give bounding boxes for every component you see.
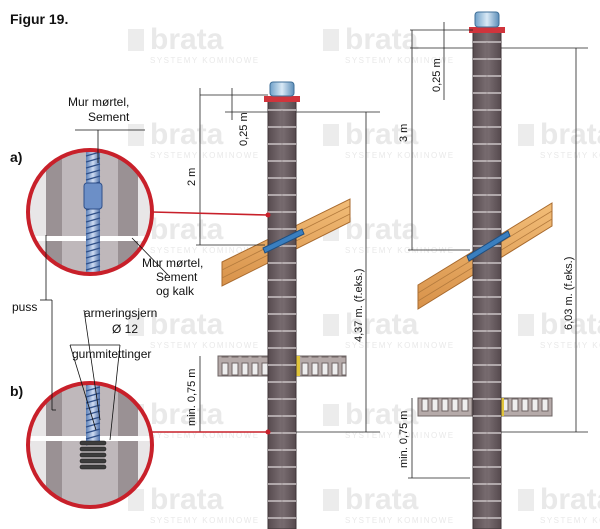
left-flashing [262,228,305,254]
svg-text:brata: brata [345,118,419,151]
svg-text:brata: brata [150,308,224,341]
rubber-seal-rings [79,440,107,470]
label-mortar-lime-line1: Mur mørtel, [142,256,203,270]
left-dim-min-floor: min. 0,75 m [186,369,198,426]
right-floor-gap [500,398,504,416]
label-mortar-lime-line3: og kalk [156,284,195,298]
svg-text:SYSTEMY KOMINOWE: SYSTEMY KOMINOWE [540,516,600,525]
svg-text:SYSTEMY KOMINOWE: SYSTEMY KOMINOWE [540,341,600,350]
leader-a [151,211,269,216]
detail-a [26,148,154,276]
svg-text:SYSTEMY KOMINOWE: SYSTEMY KOMINOWE [540,151,600,160]
right-dimension-lines [408,22,588,479]
left-dim-above-roof: 2 m [186,168,198,186]
left-cap-vent [269,81,295,97]
figure-title: Figur 19. [10,11,68,27]
label-leaders [40,129,169,441]
left-dim-total: 4,37 m. (f.eks.) [353,269,365,342]
left-floor-joist-left [217,355,269,377]
left-cap-plate [264,96,300,102]
right-cap-vent [474,11,500,28]
svg-text:brata: brata [345,483,419,516]
svg-text:SYSTEMY KOMINOWE: SYSTEMY KOMINOWE [345,56,455,65]
label-rebar-line1: armeringsjern [84,306,157,320]
left-dimension-lines [196,88,380,433]
right-dim-min-floor: min. 0,75 m [398,411,410,468]
svg-text:SYSTEMY KOMINOWE: SYSTEMY KOMINOWE [345,516,455,525]
svg-text:SYSTEMY KOMINOWE: SYSTEMY KOMINOWE [345,431,455,440]
left-dim-top-gap: 0,25 m [238,112,250,146]
label-rubber-seals: gummitettinger [72,347,151,361]
right-chimney [417,11,553,529]
svg-text:brata: brata [540,308,600,341]
svg-text:brata: brata [150,398,224,431]
svg-text:SYSTEMY KOMINOWE: SYSTEMY KOMINOWE [345,246,455,255]
left-floor-joist-right [295,355,347,377]
svg-text:SYSTEMY KOMINOWE: SYSTEMY KOMINOWE [150,431,260,440]
right-dim-top-gap: 0,25 m [431,58,443,92]
right-flashing [466,230,511,262]
label-rebar-line2: Ø 12 [112,322,138,336]
svg-text:SYSTEMY KOMINOWE: SYSTEMY KOMINOWE [150,151,260,160]
label-mortar-cement-line1: Mur mørtel, [68,95,129,109]
label-mortar-lime-line2: Sement [156,270,198,284]
svg-text:brata: brata [345,213,419,246]
right-floor-joist-right [499,397,553,417]
left-chimney [217,81,351,529]
svg-text:SYSTEMY KOMINOWE: SYSTEMY KOMINOWE [150,246,260,255]
svg-text:brata: brata [345,308,419,341]
svg-text:SYSTEMY KOMINOWE: SYSTEMY KOMINOWE [345,341,455,350]
right-floor-joist-left [417,397,473,417]
svg-text:brata: brata [345,23,419,56]
svg-text:brata: brata [150,213,224,246]
svg-text:brata: brata [345,398,419,431]
svg-text:SYSTEMY KOMINOWE: SYSTEMY KOMINOWE [150,341,260,350]
svg-text:SYSTEMY KOMINOWE: SYSTEMY KOMINOWE [150,516,260,525]
svg-text:brata: brata [150,23,224,56]
svg-text:SYSTEMY KOMINOWE: SYSTEMY KOMINOWE [345,151,455,160]
svg-text:brata: brata [540,118,600,151]
svg-text:brata: brata [150,118,224,151]
svg-text:brata: brata [540,483,600,516]
left-chimney-courses [268,109,296,529]
right-dim-total: 6,03 m. (f.eks.) [563,257,575,330]
svg-text:brata: brata [150,483,224,516]
svg-text:SYSTEMY KOMINOWE: SYSTEMY KOMINOWE [150,56,260,65]
right-chimney-courses [473,41,501,529]
left-floor-gap [296,356,300,376]
right-dim-above-roof: 3 m [398,124,410,142]
label-detail-a: a) [10,149,22,165]
label-plaster: puss [12,300,37,314]
label-mortar-cement-line2: Sement [88,110,130,124]
right-cap-plate [469,27,505,33]
label-detail-b: b) [10,383,23,399]
